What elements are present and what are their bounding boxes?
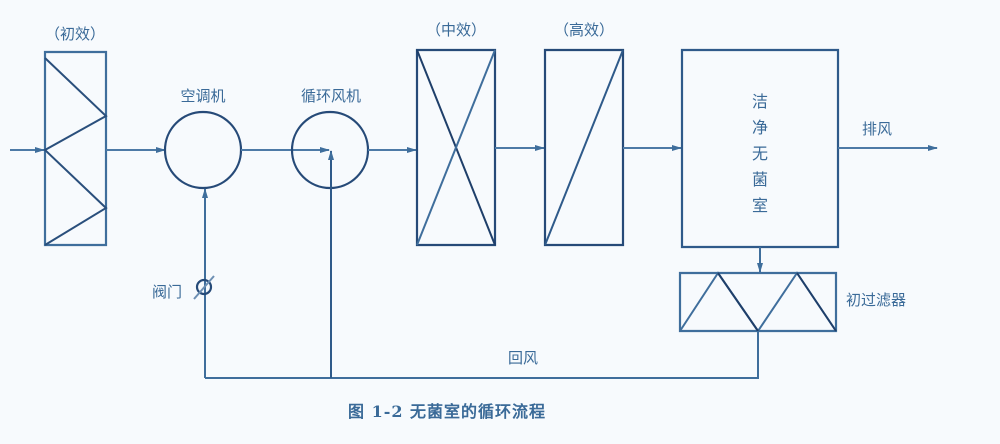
primary-filter-shape	[45, 52, 106, 245]
primary-filter-label: （初效）	[44, 25, 106, 43]
medium-filter-label: （中效）	[425, 21, 487, 39]
medium-filter-shape	[417, 50, 495, 245]
exhaust-label: 排风	[861, 120, 893, 138]
figure-caption: 图 1-2 无菌室的循环流程	[348, 402, 547, 421]
return-filter-shape	[680, 273, 836, 331]
valve-icon	[194, 276, 214, 299]
clean-room-char: 室	[751, 196, 768, 215]
valve-label: 阀门	[152, 283, 183, 301]
clean-room-char: 菌	[751, 170, 768, 189]
ac-unit-circle	[165, 112, 241, 188]
high-filter-shape	[545, 50, 623, 245]
fan-label: 循环风机	[300, 87, 362, 105]
return-filter-label: 初过滤器	[846, 291, 907, 309]
clean-room-char: 净	[751, 118, 768, 137]
clean-room-char: 洁	[751, 92, 768, 111]
high-filter-label: （高效）	[553, 21, 615, 39]
ac-unit-label: 空调机	[180, 87, 226, 105]
return-air-line	[205, 331, 758, 378]
return-air-label: 回风	[507, 349, 539, 367]
clean-room-label: 洁 净 无 菌 室	[750, 89, 770, 219]
clean-room-char: 无	[751, 144, 768, 163]
